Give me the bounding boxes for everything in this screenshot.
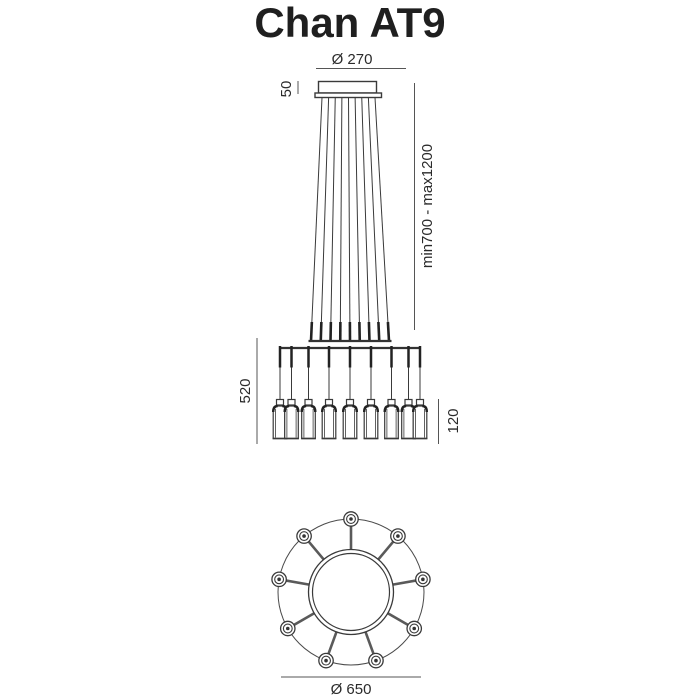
cable [374, 97, 390, 342]
lamp-shoulder [352, 404, 358, 413]
cable [330, 97, 336, 342]
lamp-shoulder [331, 404, 337, 413]
plan-lamp-center-dot [277, 577, 281, 582]
lamp-shoulder [393, 404, 400, 413]
lamp-shoulder [383, 404, 390, 413]
lamp-shoulder [300, 404, 307, 413]
lamp-shoulder [283, 404, 290, 413]
plan-lamp-center-dot [324, 658, 328, 663]
plan-lamp-center-dot [349, 517, 353, 521]
plan-center-ring-inner [311, 552, 391, 632]
plan-lamp-inner [274, 574, 285, 585]
plan-lamp-center-dot [285, 626, 290, 631]
lamp-socket [387, 398, 396, 406]
canopy-flange [314, 92, 383, 99]
plan-lamp-center-dot [421, 577, 425, 582]
lamp-socket [287, 398, 296, 406]
lamp-socket [415, 398, 425, 406]
cable [367, 97, 380, 342]
lamp-socket [404, 398, 413, 406]
plan-lamp-inner [346, 514, 356, 524]
suspension-range-label: min700 - max1200 [419, 144, 436, 268]
lamp-socket [275, 398, 285, 406]
lamp-shoulder [422, 404, 428, 413]
plan-lamp-center-dot [396, 534, 400, 538]
plan-lamp-inner [282, 623, 293, 634]
cable-sleeve [367, 321, 371, 342]
cable [348, 97, 351, 342]
cable [310, 97, 323, 342]
plan-lamp-inner [417, 574, 428, 585]
plan-lamp-inner [392, 531, 403, 542]
lamp-socket [304, 398, 313, 406]
cable [361, 97, 370, 342]
lamp-shoulder [272, 404, 278, 413]
lamp-shoulder [373, 404, 379, 413]
plan-lamp-center-dot [412, 626, 417, 631]
lamp-shoulder [342, 404, 348, 413]
lamp-shoulder [363, 404, 369, 413]
suspension-cables [309, 97, 391, 342]
cluster-height-label: 520 [237, 378, 254, 403]
front-view: Ø 270 50 min700 - max1200 520 [237, 51, 462, 444]
lamp-positions-plan [271, 511, 431, 669]
plan-lamp-center-dot [374, 658, 378, 663]
lamp-shoulder [293, 404, 300, 413]
cable [354, 97, 361, 342]
cable-sleeve [377, 321, 381, 342]
page-title: Chan AT9 [254, 0, 446, 46]
lamp-diffusers-front [272, 398, 428, 440]
lamp-shoulder [412, 404, 418, 413]
plan-lamp-inner [371, 655, 381, 666]
plan-lamp-inner [321, 655, 331, 666]
plan-lamp-inner [409, 623, 420, 634]
diffuser-height-label: 120 [445, 408, 462, 433]
drop-rods [278, 346, 422, 400]
plan-lamp-center-dot [302, 534, 306, 538]
canopy-height-label: 50 [278, 81, 295, 98]
plan-lamp-inner [299, 531, 310, 542]
cable [320, 97, 330, 342]
lamp-socket [324, 398, 334, 406]
cable-sleeve [319, 321, 323, 342]
lamp-shoulder [321, 404, 327, 413]
canopy-body [317, 80, 378, 94]
cable-sleeve [386, 321, 391, 342]
cable-sleeve [309, 321, 314, 342]
plan-view: Ø 650 [271, 511, 431, 698]
canopy-diameter-label: Ø 270 [332, 51, 373, 68]
cable [339, 97, 343, 342]
lamp-shoulder [310, 404, 317, 413]
lamp-socket [345, 398, 355, 406]
lamp-socket [366, 398, 376, 406]
overall-diameter-label: Ø 650 [331, 681, 372, 698]
lamp-shoulder [400, 404, 407, 413]
